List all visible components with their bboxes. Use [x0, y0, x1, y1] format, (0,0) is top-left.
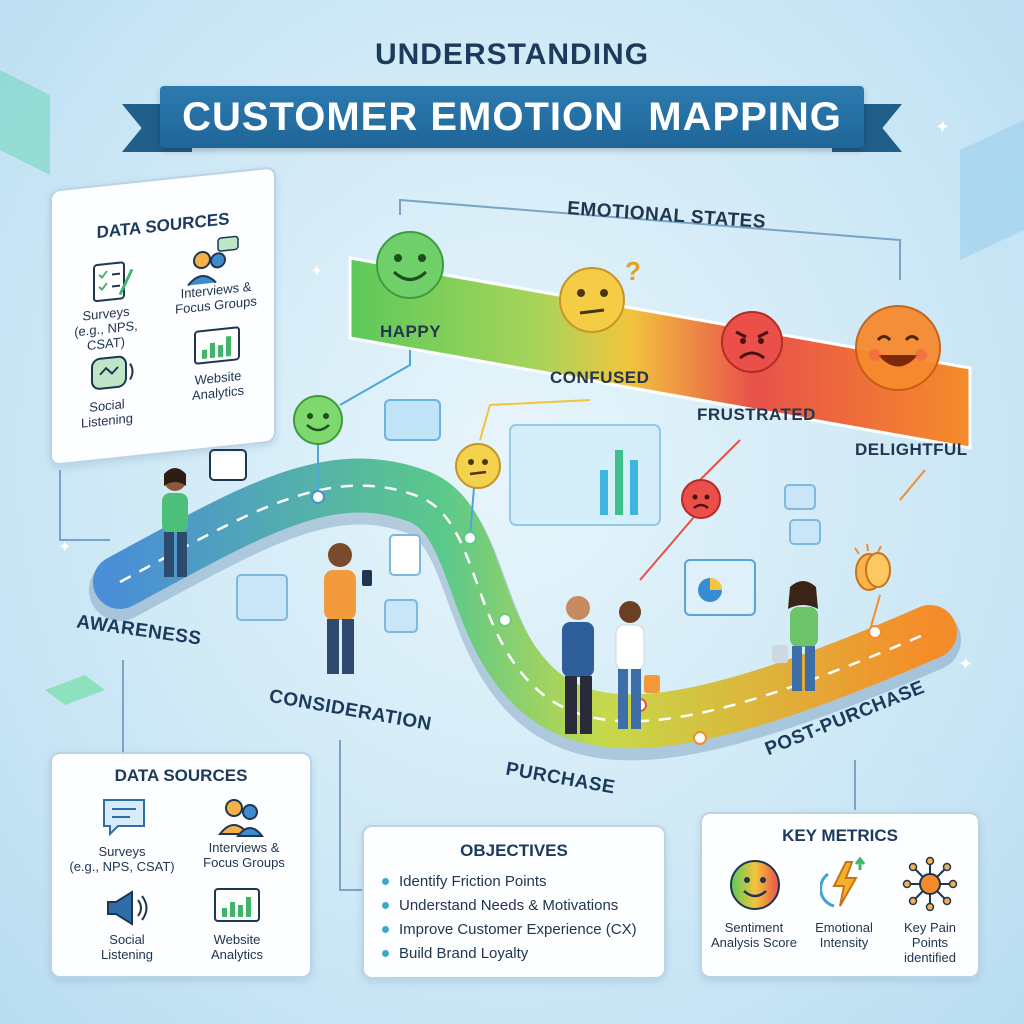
source-label-surveys: Surveys (e.g., NPS, CSAT): [74, 303, 138, 354]
data-sources-heading: DATA SOURCES: [96, 209, 230, 243]
customer-person-awareness: [162, 468, 188, 577]
source-label-interviews: Interviews & Focus Groups: [175, 278, 257, 317]
objective-text: Build Brand Loyalty: [399, 944, 529, 962]
bullet-icon: [382, 949, 389, 957]
analytics-chart-icon-bottom: [214, 888, 260, 922]
bullet-icon: [382, 877, 389, 885]
survey-clipboard-icon: [93, 261, 134, 303]
objectives-list: Identify Friction Points Understand Need…: [364, 869, 664, 965]
source-label-analytics: Website Analytics: [191, 367, 245, 404]
people-chat-icon: [187, 235, 239, 287]
confused-marker-icon: [455, 443, 501, 489]
objective-item: Build Brand Loyalty: [382, 941, 664, 965]
emotion-label-delightful: DELIGHTFUL: [855, 440, 968, 459]
megaphone-icon: [107, 890, 148, 926]
key-metrics-card: KEY METRICS Sentiment Analysis Score Emo…: [700, 812, 980, 978]
objective-text: Understand Needs & Motivations: [399, 896, 619, 914]
title-ribbon: [160, 86, 864, 148]
svg-text:?: ?: [625, 256, 641, 286]
source-label-analytics-bottom: Website Analytics: [210, 932, 264, 962]
clapping-hands-icon: [854, 543, 891, 591]
metric-label-pain-points: Key Pain Points identified: [903, 920, 957, 965]
source-label-interviews-bottom: Interviews & Focus Groups: [203, 840, 285, 870]
key-metrics-heading: KEY METRICS: [782, 826, 898, 845]
frustrated-marker-icon: [681, 479, 721, 519]
chat-bubble-icon: [103, 799, 145, 837]
source-label-surveys-bottom: Surveys (e.g., NPS, CSAT): [69, 844, 175, 874]
svg-text:✦: ✦: [310, 263, 323, 280]
svg-text:✦: ✦: [935, 117, 950, 137]
confused-face-icon: ?: [559, 256, 641, 333]
objective-text: Identify Friction Points: [399, 872, 547, 890]
delighted-face-icon: [855, 305, 941, 391]
customer-person-post-purchase: [772, 581, 818, 691]
happy-marker-icon: [293, 395, 343, 445]
lightning-icon: [820, 856, 866, 908]
metric-label-intensity: Emotional Intensity: [815, 920, 873, 950]
objective-item: Improve Customer Experience (CX): [382, 917, 664, 941]
people-icon: [217, 799, 265, 837]
network-node-icon: [902, 856, 958, 912]
page-title: CUSTOMER EMOTION MAPPING: [182, 95, 842, 139]
data-sources-heading-bottom: DATA SOURCES: [114, 766, 248, 785]
social-listening-icon: [91, 355, 134, 390]
title-subtitle: UNDERSTANDING: [374, 38, 650, 71]
objectives-heading: OBJECTIVES: [460, 841, 568, 860]
data-sources-card-bottom: DATA SOURCES Surveys (e.g., NPS, CSAT) I…: [50, 752, 312, 978]
objective-text: Improve Customer Experience (CX): [399, 920, 637, 938]
svg-text:✦: ✦: [58, 539, 71, 556]
happy-face-icon: [376, 231, 444, 299]
bullet-icon: [382, 925, 389, 933]
data-sources-card-top: DATA SOURCES Surveys (e.g., NPS, CSAT) I…: [50, 166, 276, 466]
bullet-icon: [382, 901, 389, 909]
objective-item: Identify Friction Points: [382, 869, 664, 893]
source-label-social: Social Listening: [80, 396, 134, 431]
objective-item: Understand Needs & Motivations: [382, 893, 664, 917]
metric-label-sentiment: Sentiment Analysis Score: [711, 920, 797, 950]
frustrated-face-icon: [721, 311, 783, 373]
emotion-label-happy: HAPPY: [380, 322, 442, 341]
handshake-people: [562, 596, 660, 734]
objectives-card: OBJECTIVES Identify Friction Points Unde…: [362, 825, 666, 979]
emotion-label-confused: CONFUSED: [550, 368, 650, 387]
sentiment-face-icon: [730, 860, 780, 910]
customer-person-consideration: [324, 543, 372, 674]
source-label-social-bottom: Social Listening: [100, 932, 154, 962]
svg-text:✦: ✦: [958, 654, 973, 674]
analytics-chart-icon: [194, 326, 240, 365]
emotion-label-frustrated: FRUSTRATED: [697, 405, 816, 424]
